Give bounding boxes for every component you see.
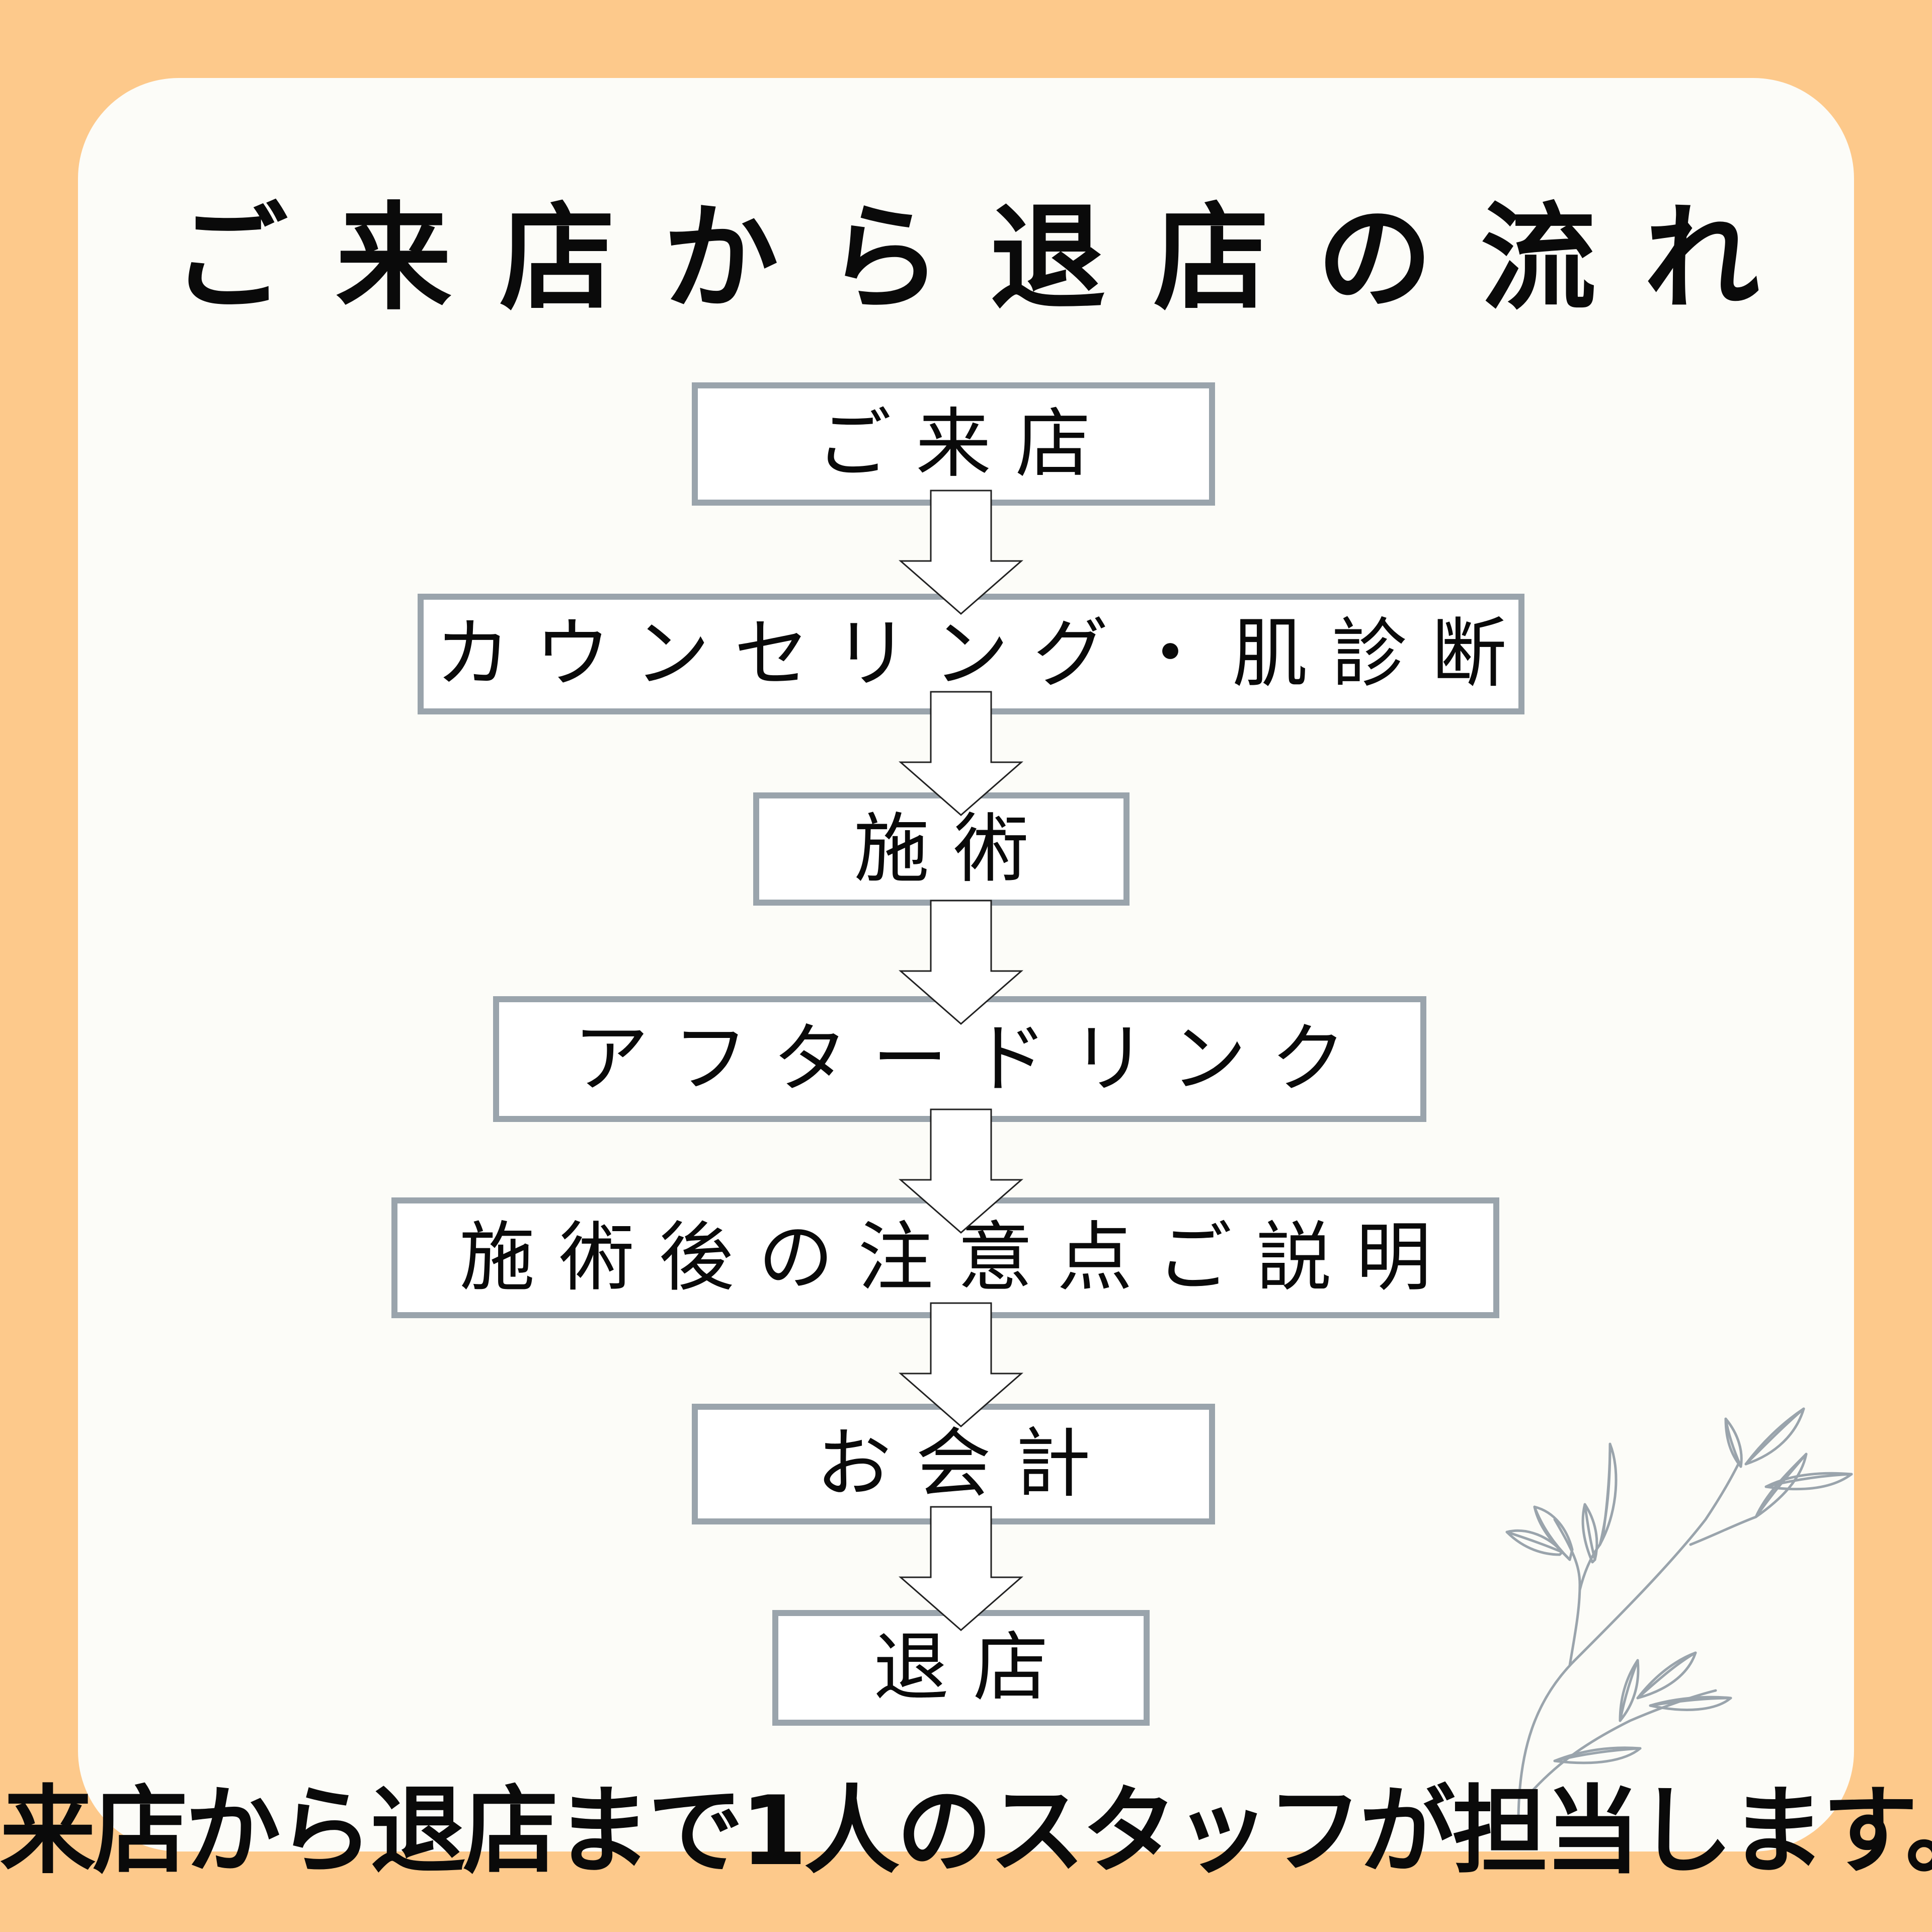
down-arrow-icon (899, 1302, 1023, 1427)
step-label: ご来店 (816, 400, 1115, 488)
step-label: 施術後の注意点ご説明 (459, 1214, 1456, 1302)
leaf-branch-icon (1505, 1407, 1853, 1816)
page-title: ご来店から退店の流れ (172, 192, 1808, 326)
flow-step-treatment: 施術 (753, 792, 1130, 906)
flow-step-arrival: ご来店 (692, 382, 1215, 506)
down-arrow-icon (899, 691, 1023, 816)
footer-note: 来店から退店まで1人のスタッフが担当します。 (0, 1776, 1932, 1887)
step-label: カウンセリング・肌診断 (435, 610, 1531, 698)
down-arrow-icon (899, 490, 1023, 615)
down-arrow-icon (899, 1108, 1023, 1234)
step-label: 退店 (873, 1624, 1073, 1712)
step-label: お会計 (816, 1420, 1115, 1508)
flow-step-departure: 退店 (772, 1610, 1150, 1726)
flow-step-counseling: カウンセリング・肌診断 (418, 594, 1524, 714)
down-arrow-icon (899, 900, 1023, 1025)
step-label: 施術 (853, 805, 1053, 893)
step-label: アフタードリンク (573, 1015, 1371, 1103)
down-arrow-icon (899, 1506, 1023, 1631)
